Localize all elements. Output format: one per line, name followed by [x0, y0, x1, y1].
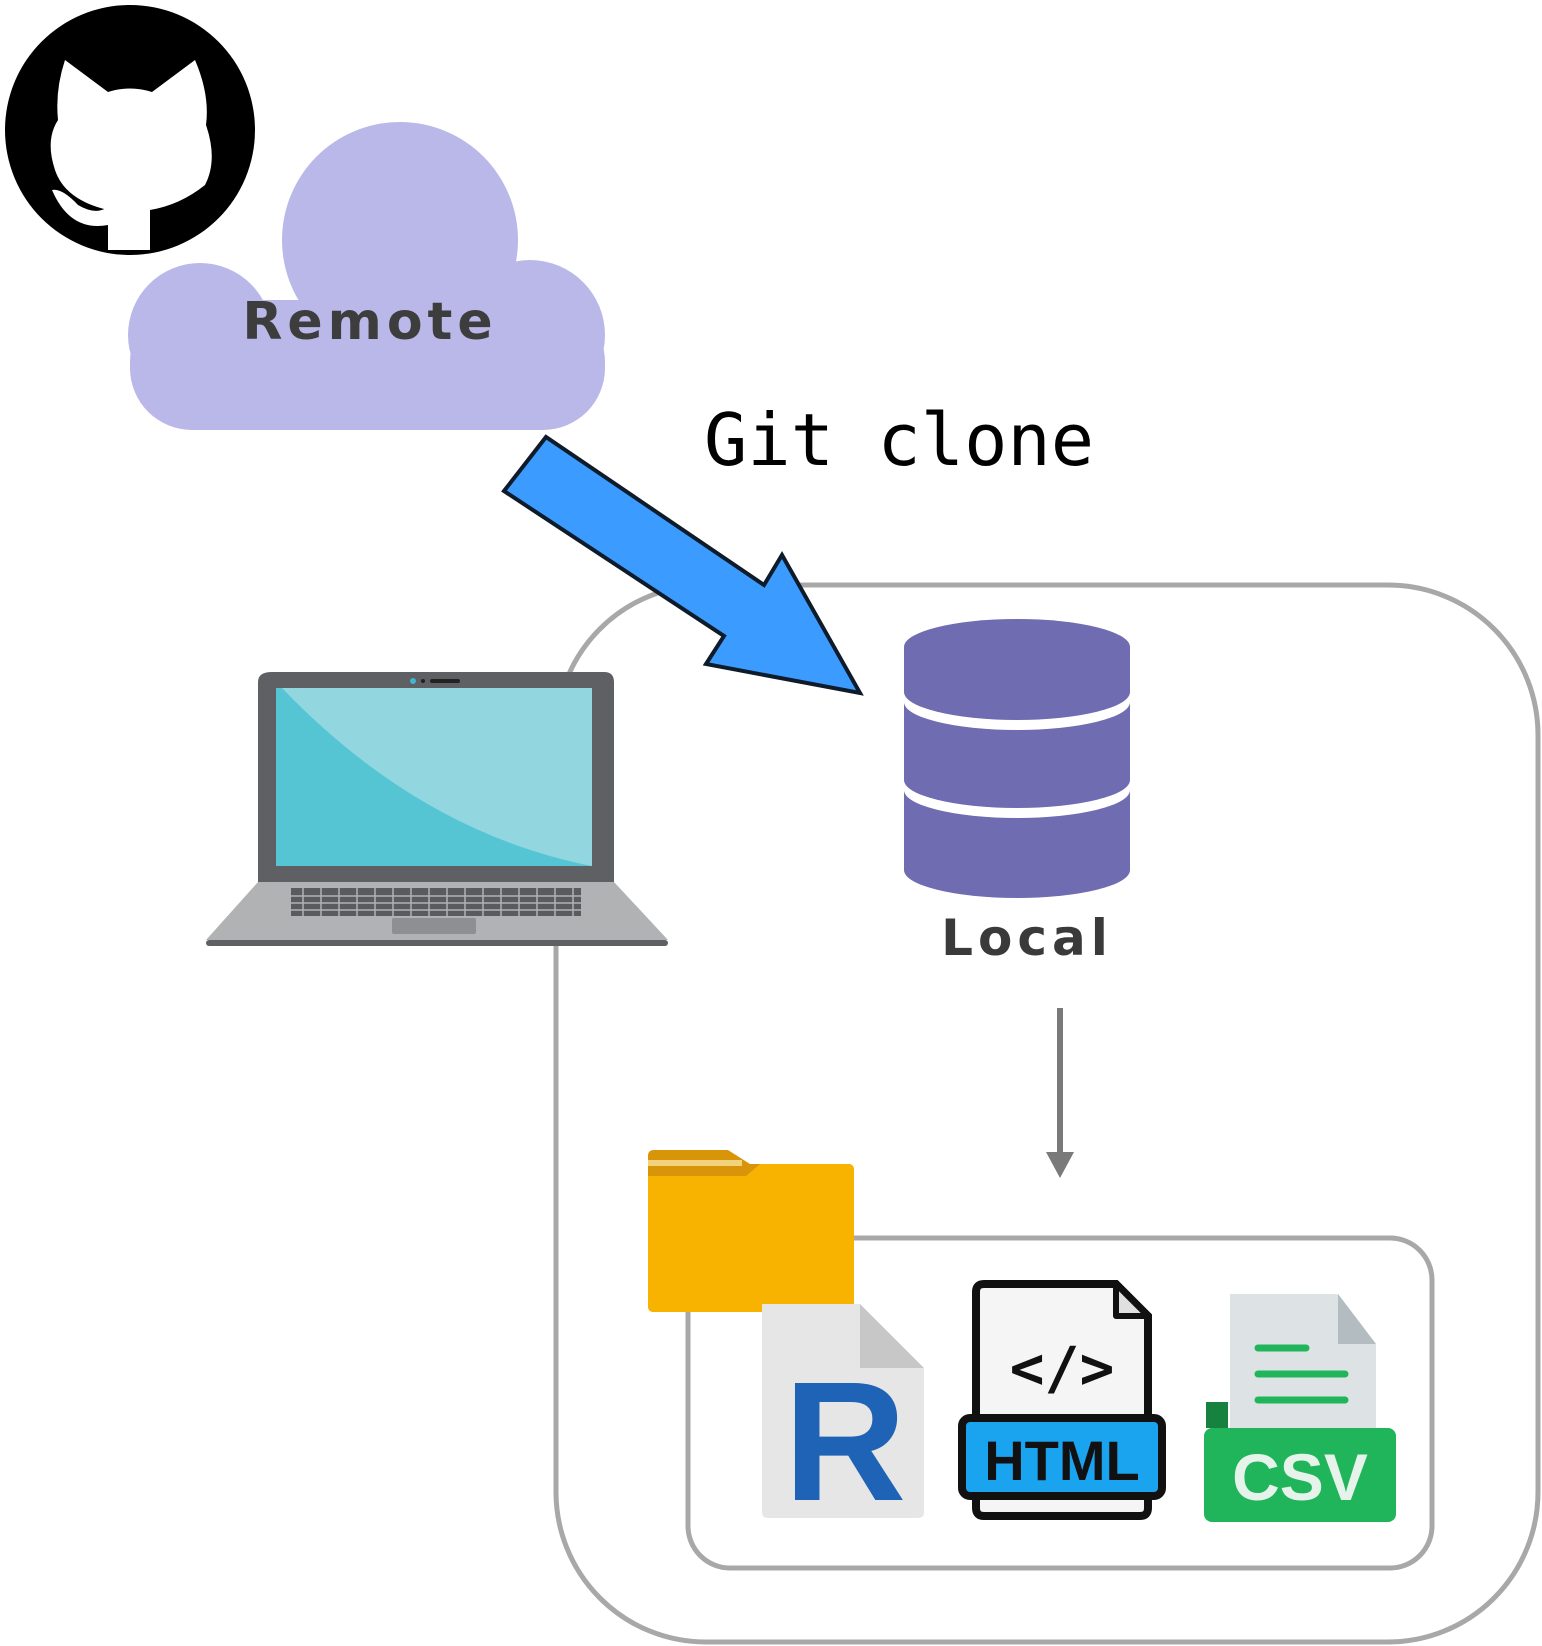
html-code-glyph: </> [1010, 1334, 1115, 1402]
r-file-icon: R [762, 1304, 924, 1537]
remote-cloud: Remote [128, 122, 605, 430]
html-file-icon: </> HTML [958, 1280, 1166, 1520]
remote-label: Remote [242, 292, 497, 352]
html-file-badge: HTML [984, 1429, 1140, 1492]
cloud-base [130, 300, 605, 430]
laptop-icon [206, 672, 668, 946]
folder-icon [648, 1150, 854, 1312]
csv-file-badge: CSV [1232, 1440, 1368, 1514]
csv-file-icon: CSV [1204, 1294, 1396, 1522]
down-arrow [1046, 1008, 1074, 1178]
local-label: Local [941, 909, 1113, 967]
local-machine-frame [553, 582, 1541, 1645]
database-icon [904, 619, 1130, 898]
r-file-badge: R [784, 1347, 907, 1537]
git-clone-label: Git clone [704, 398, 1094, 482]
git-clone-arrow [501, 434, 864, 696]
github-icon [5, 5, 255, 255]
cloud-lobe [282, 122, 518, 358]
